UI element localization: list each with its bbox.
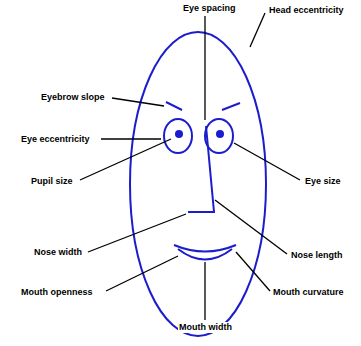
leader-line (106, 256, 178, 291)
part-label: Head eccentricity (268, 5, 345, 16)
left-eyebrow (166, 102, 182, 110)
nose (188, 126, 214, 212)
part-label: Mouth openness (20, 287, 94, 298)
leader-line (101, 138, 161, 139)
mouth-upper (174, 245, 236, 252)
part-label: Mouth curvature (272, 287, 345, 298)
part-label: Eye size (304, 176, 342, 187)
left-pupil (175, 130, 183, 138)
part-label: Eyebrow slope (40, 92, 106, 103)
leader-line (236, 252, 270, 291)
leader-line (234, 143, 300, 180)
mouth-lower (178, 249, 232, 260)
head-outline (130, 32, 266, 336)
leader-line (204, 16, 205, 120)
leader-line (88, 214, 186, 252)
leader-line (215, 200, 287, 254)
right-pupil (216, 130, 224, 138)
part-label: Eye spacing (182, 3, 237, 14)
leader-line (80, 139, 171, 180)
part-label: Nose length (290, 250, 344, 261)
part-label: Eye eccentricity (20, 134, 91, 145)
part-label: Nose width (33, 247, 83, 258)
part-label: Pupil size (30, 176, 74, 187)
right-eye (205, 119, 233, 153)
right-eyebrow (222, 103, 240, 110)
part-label: Mouth width (178, 322, 233, 333)
left-eye (164, 119, 192, 153)
leader-line (250, 13, 265, 47)
leader-line (112, 98, 164, 106)
leader-line (204, 262, 205, 320)
